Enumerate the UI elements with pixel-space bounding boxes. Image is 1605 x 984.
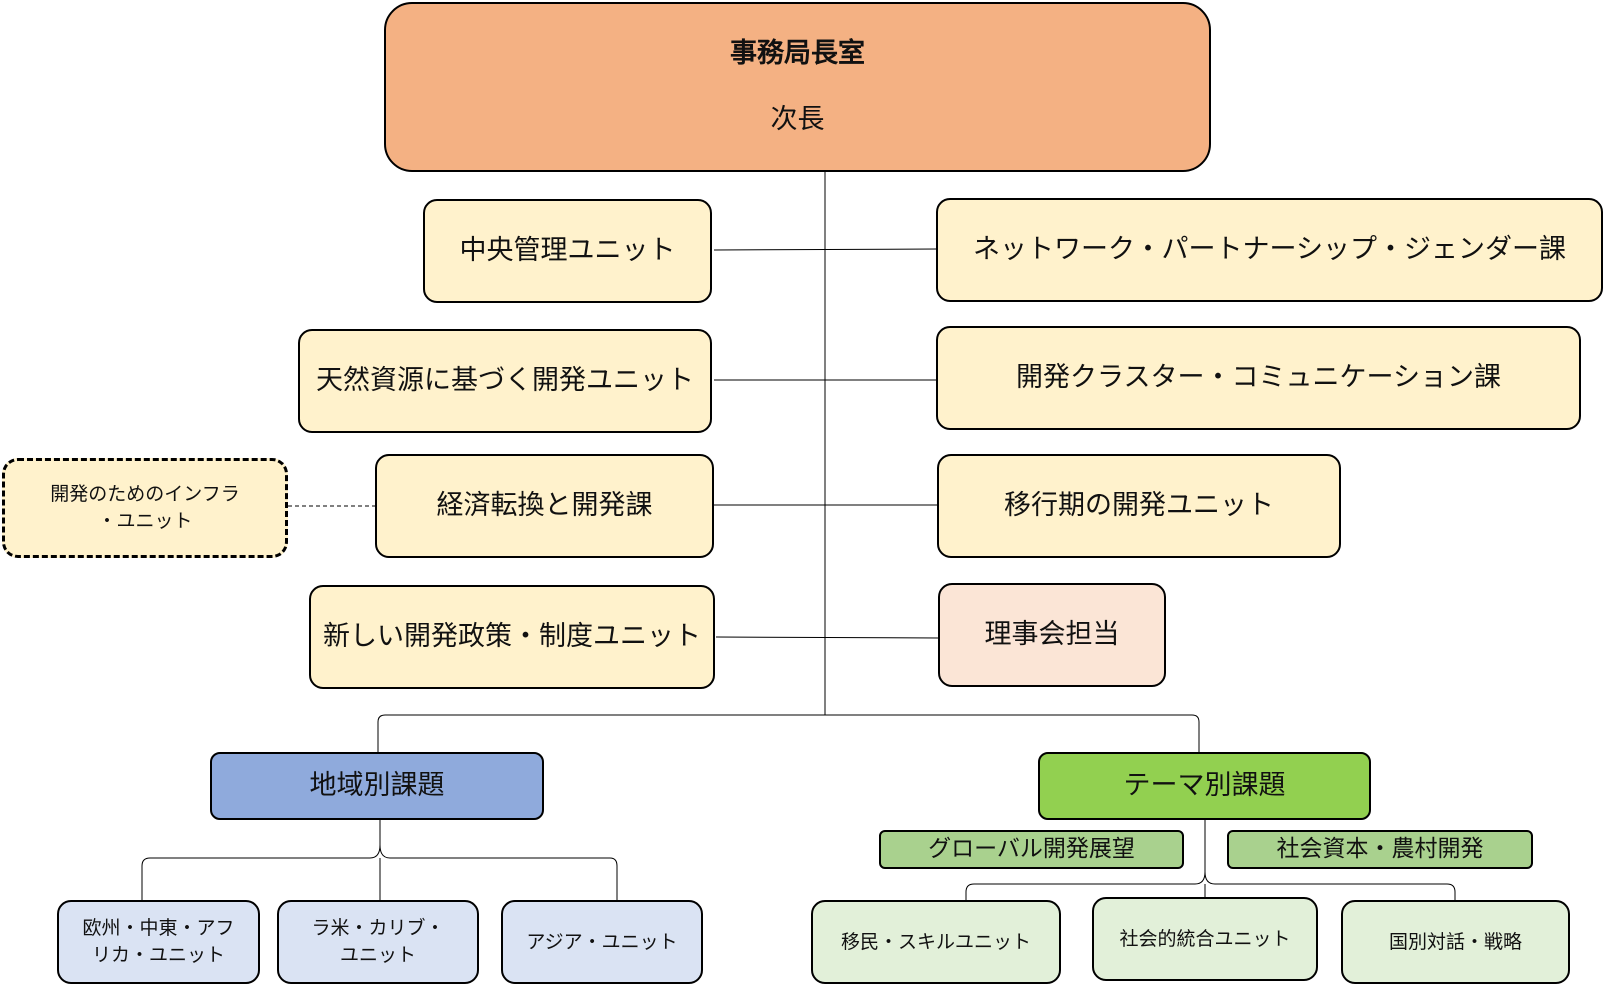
thematic-category-header: テーマ別課題	[1038, 752, 1371, 820]
left-unit-natural-resources: 天然資源に基づく開発ユニット	[298, 329, 712, 433]
left-unit-new-development-policy: 新しい開発政策・制度ユニット	[309, 585, 715, 689]
director-title: 事務局長室	[730, 37, 865, 69]
thematic-unit-migration-skills: 移民・スキルユニット	[811, 900, 1061, 984]
regional-unit-latin-america-caribbean: ラ米・カリブ・ ユニット	[277, 900, 479, 984]
thematic-unit-label: 社会的統合ユニット	[1119, 927, 1291, 950]
right-unit-transition-development: 移行期の開発ユニット	[937, 454, 1341, 558]
left-unit-label: 中央管理ユニット	[459, 234, 676, 266]
regional-unit-europe-middle-east-africa: 欧州・中東・アフ リカ・ユニット	[57, 900, 260, 984]
thematic-category-label: テーマ別課題	[1123, 769, 1286, 801]
right-unit-label: 理事会担当	[984, 618, 1120, 650]
thematic-group-label: グローバル開発展望	[928, 835, 1135, 862]
thematic-unit-country-dialogue: 国別対話・戦略	[1341, 900, 1570, 984]
thematic-unit-social-integration: 社会的統合ユニット	[1092, 897, 1318, 981]
regional-unit-label: アジア・ユニット	[526, 930, 678, 953]
director-office-box: 事務局長室 次長	[384, 2, 1211, 172]
regional-unit-asia: アジア・ユニット	[501, 900, 703, 984]
right-unit-development-cluster: 開発クラスター・コミュニケーション課	[936, 326, 1581, 430]
right-unit-label: 移行期の開発ユニット	[1004, 489, 1274, 521]
right-unit-label: 開発クラスター・コミュニケーション課	[1016, 361, 1501, 393]
left-unit-economic-transformation: 経済転換と開発課	[375, 454, 714, 558]
left-unit-label: 天然資源に基づく開発ユニット	[316, 364, 694, 396]
left-unit-label: 経済転換と開発課	[436, 489, 653, 521]
infrastructure-unit-label: 開発のためのインフラ ・ユニット	[50, 483, 240, 532]
regional-category-header: 地域別課題	[210, 752, 544, 820]
thematic-unit-label: 国別対話・戦略	[1388, 930, 1522, 953]
right-unit-label: ネットワーク・パートナーシップ・ジェンダー課	[973, 233, 1566, 265]
regional-category-label: 地域別課題	[309, 769, 445, 801]
infrastructure-unit-box: 開発のためのインフラ ・ユニット	[2, 458, 288, 558]
left-unit-label: 新しい開発政策・制度ユニット	[323, 620, 701, 652]
thematic-group-global-outlook: グローバル開発展望	[879, 830, 1184, 869]
right-unit-board-affairs: 理事会担当	[938, 583, 1166, 687]
thematic-group-label: 社会資本・農村開発	[1276, 835, 1484, 862]
left-unit-central-admin: 中央管理ユニット	[423, 199, 712, 303]
director-subtitle: 次長	[770, 104, 825, 135]
thematic-group-social-capital-rural: 社会資本・農村開発	[1227, 830, 1533, 869]
thematic-unit-label: 移民・スキルユニット	[840, 930, 1031, 953]
right-unit-network-partnership-gender: ネットワーク・パートナーシップ・ジェンダー課	[936, 198, 1603, 302]
regional-unit-label: ラ米・カリブ・ ユニット	[311, 917, 445, 966]
regional-unit-label: 欧州・中東・アフ リカ・ユニット	[82, 917, 235, 966]
